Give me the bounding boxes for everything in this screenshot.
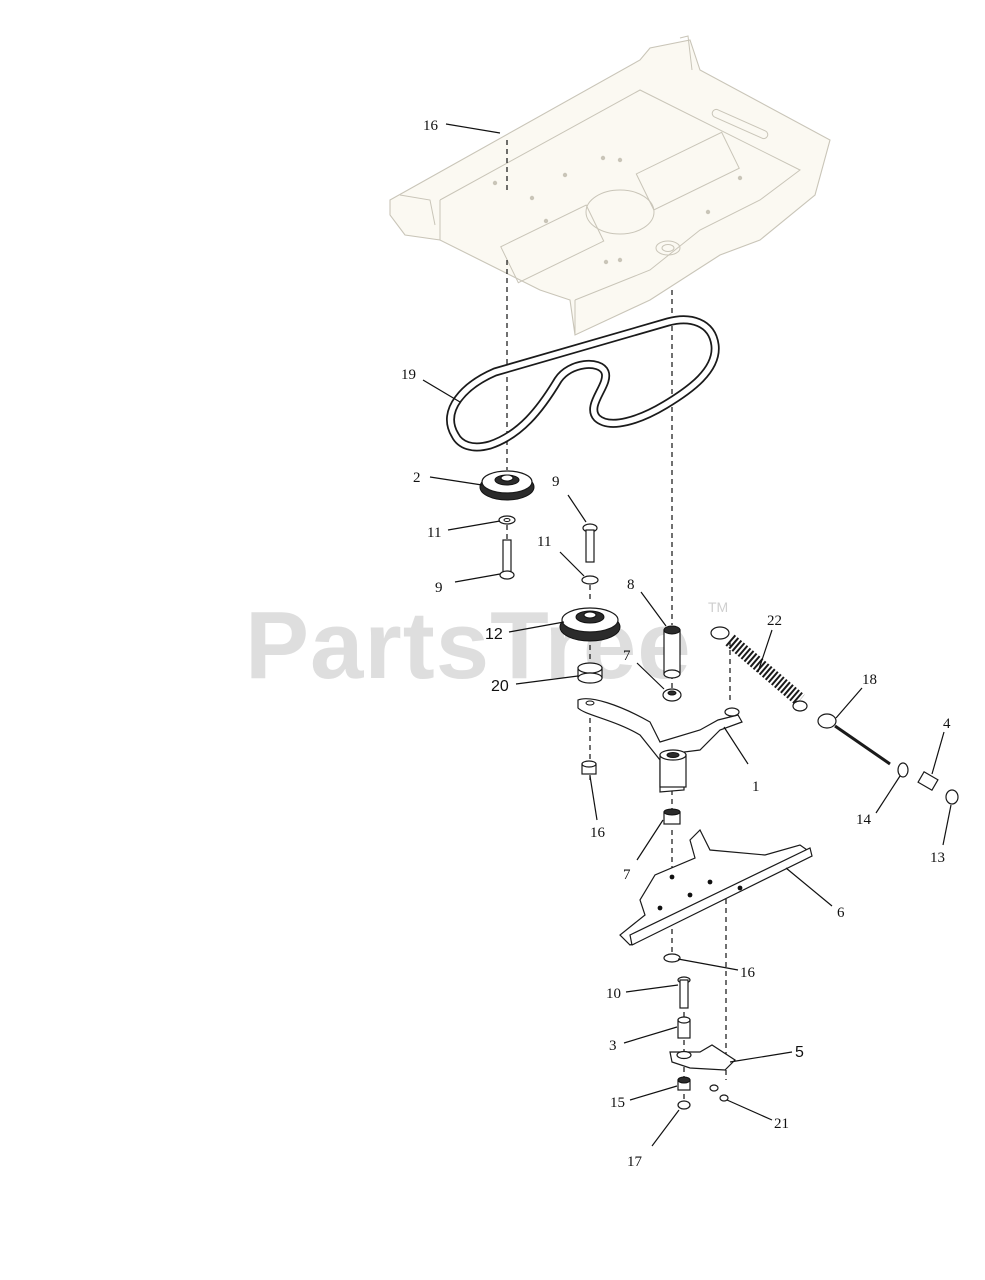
nut-eyebolt bbox=[945, 789, 959, 805]
bolt-upper bbox=[499, 539, 515, 580]
callout-10: 10 bbox=[606, 986, 621, 1002]
spacer bbox=[577, 662, 603, 684]
mounting-bracket bbox=[619, 828, 813, 946]
deck-plate bbox=[389, 35, 831, 336]
idler-arm bbox=[577, 698, 743, 793]
callout-11: 11 bbox=[537, 534, 551, 550]
callout-16: 16 bbox=[423, 118, 439, 134]
pivot-bolt bbox=[677, 976, 691, 1009]
washer-eyebolt bbox=[897, 762, 909, 778]
stop-plate bbox=[669, 1044, 736, 1071]
callout-16: 16 bbox=[590, 825, 606, 841]
callout-7: 7 bbox=[623, 867, 631, 883]
bushing-upper bbox=[662, 688, 682, 702]
callout-6: 6 bbox=[837, 905, 845, 921]
watermark-text: PartsTree bbox=[245, 592, 692, 699]
watermark-trademark: TM bbox=[708, 599, 728, 615]
callout-15: 15 bbox=[610, 1095, 625, 1111]
pivot-bushing bbox=[677, 1016, 691, 1039]
callout-3: 3 bbox=[609, 1038, 617, 1054]
drive-belt bbox=[446, 315, 720, 452]
callout-12: 12 bbox=[485, 626, 503, 643]
callout-1: 1 bbox=[752, 779, 760, 795]
sleeve bbox=[663, 625, 681, 679]
callout-7: 7 bbox=[623, 648, 631, 664]
callout-20: 20 bbox=[491, 678, 509, 695]
callout-2: 2 bbox=[413, 470, 421, 486]
callout-22: 22 bbox=[767, 613, 782, 629]
bolt-middle bbox=[582, 523, 598, 563]
callout-4: 4 bbox=[943, 716, 951, 732]
callout-13: 13 bbox=[930, 850, 945, 866]
lock-nut bbox=[677, 1076, 691, 1091]
callout-9: 9 bbox=[435, 580, 443, 596]
callout-11: 11 bbox=[427, 525, 441, 541]
extension-spring bbox=[710, 626, 808, 712]
idler-pulley-lower bbox=[559, 607, 621, 642]
callout-19: 19 bbox=[401, 367, 416, 383]
washer-bottom bbox=[677, 1100, 691, 1110]
callout-17: 17 bbox=[627, 1154, 643, 1170]
callout-18: 18 bbox=[862, 672, 877, 688]
screws bbox=[709, 1084, 729, 1102]
idler-pulley-upper bbox=[479, 470, 535, 501]
washer-middle bbox=[581, 575, 599, 585]
nut-bracket bbox=[663, 953, 681, 963]
spacer-eyebolt bbox=[917, 770, 939, 792]
washer-upper bbox=[498, 515, 516, 525]
callout-8: 8 bbox=[627, 577, 635, 593]
callout-9: 9 bbox=[552, 474, 560, 490]
callout-16: 16 bbox=[740, 965, 756, 981]
nut-arm bbox=[581, 760, 597, 775]
bushing-lower bbox=[663, 808, 681, 825]
callout-21: 21 bbox=[774, 1116, 789, 1132]
callout-labels: 16 19 2 11 9 9 11 12 20 8 7 22 18 4 1 14… bbox=[401, 118, 951, 1170]
eye-bolt bbox=[817, 713, 891, 766]
leader-lines bbox=[422, 123, 952, 1147]
callout-5: 5 bbox=[795, 1044, 804, 1061]
callout-14: 14 bbox=[856, 812, 872, 828]
